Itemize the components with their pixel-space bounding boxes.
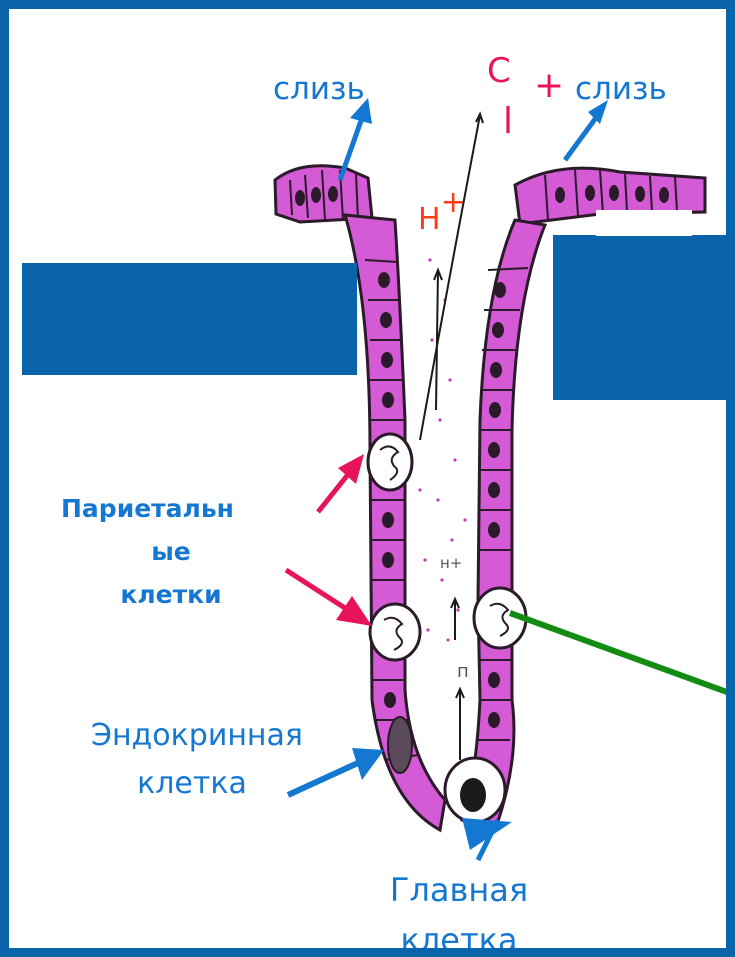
parietal-label-line2: ые [0, 530, 351, 573]
endocrine-label-line2: клетка [31, 760, 353, 808]
chief-cell [445, 758, 505, 822]
parietal-label-line1: Париетальн [61, 487, 351, 530]
chloride-l: l [503, 101, 513, 142]
mask-box-left [22, 263, 357, 375]
mucus-label-right: слизь [575, 71, 667, 107]
chloride-plus: + [534, 65, 564, 106]
parietal-cells-label: Париетальн ые клетки [61, 487, 351, 616]
chief-label-line1: Главная [359, 865, 559, 915]
endocrine-label-line1: Эндокринная [41, 712, 353, 760]
chief-label-line2: клетка [359, 915, 559, 957]
endocrine-cell [388, 717, 412, 773]
parietal-label-line3: клетки [0, 573, 351, 616]
surface-epithelium-left [275, 166, 372, 222]
endocrine-cell-label: Эндокринная клетка [41, 712, 353, 808]
h-ion-label: H+ [418, 191, 466, 237]
mask-box-right [553, 235, 735, 400]
inner-p-label: п [457, 661, 469, 682]
mucus-label-left: слизь [273, 71, 365, 107]
inner-h-label: н+ [440, 554, 462, 572]
mask-box-right-notch [596, 210, 692, 236]
chloride-c: C [487, 51, 511, 91]
green-pointer-line [510, 613, 735, 695]
parietal-cell-upper [368, 434, 412, 490]
parietal-cell-lower-left [370, 604, 420, 660]
chief-cell-label: Главная клетка [359, 865, 559, 957]
gland-wall-right [462, 220, 545, 830]
